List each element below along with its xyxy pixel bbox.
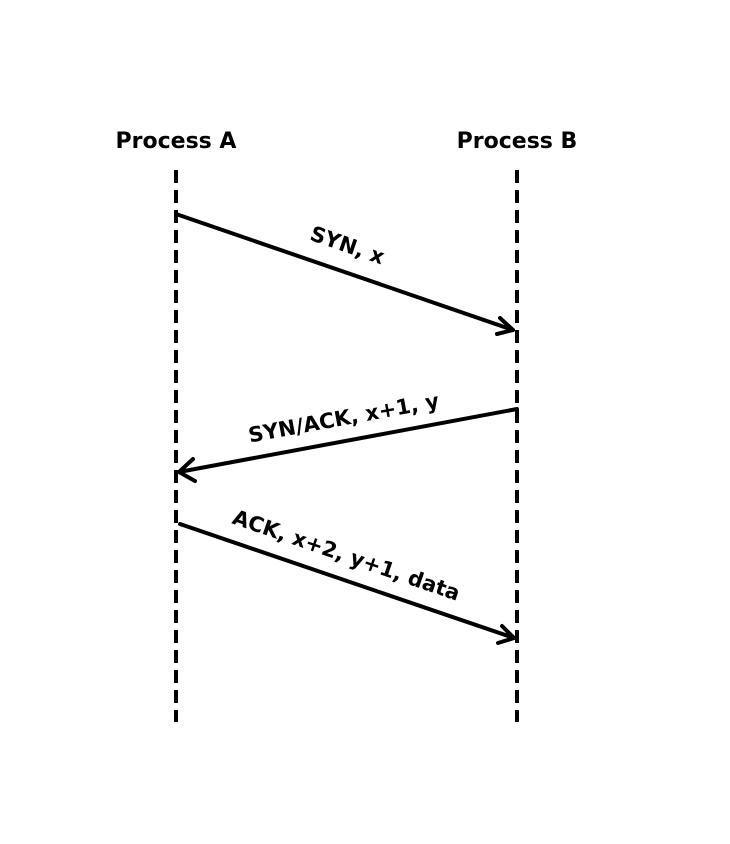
message-syn-line bbox=[174, 212, 515, 332]
message-syn-ack: SYN/ACK, x+1, y bbox=[177, 389, 519, 483]
message-syn-arrowhead bbox=[495, 316, 515, 336]
message-syn: SYN, x bbox=[174, 212, 515, 336]
message-syn-ack-label: SYN/ACK, x+1, y bbox=[246, 389, 441, 448]
process-a-label: Process A bbox=[116, 129, 237, 154]
message-syn-ack-arrowhead bbox=[177, 457, 197, 483]
message-ack: ACK, x+2, y+1, data bbox=[178, 505, 516, 645]
message-ack-label: ACK, x+2, y+1, data bbox=[229, 505, 463, 605]
process-b-label: Process B bbox=[457, 129, 578, 154]
message-syn-ack-line bbox=[177, 407, 519, 474]
message-ack-arrowhead bbox=[496, 624, 516, 645]
message-ack-line bbox=[178, 522, 516, 640]
